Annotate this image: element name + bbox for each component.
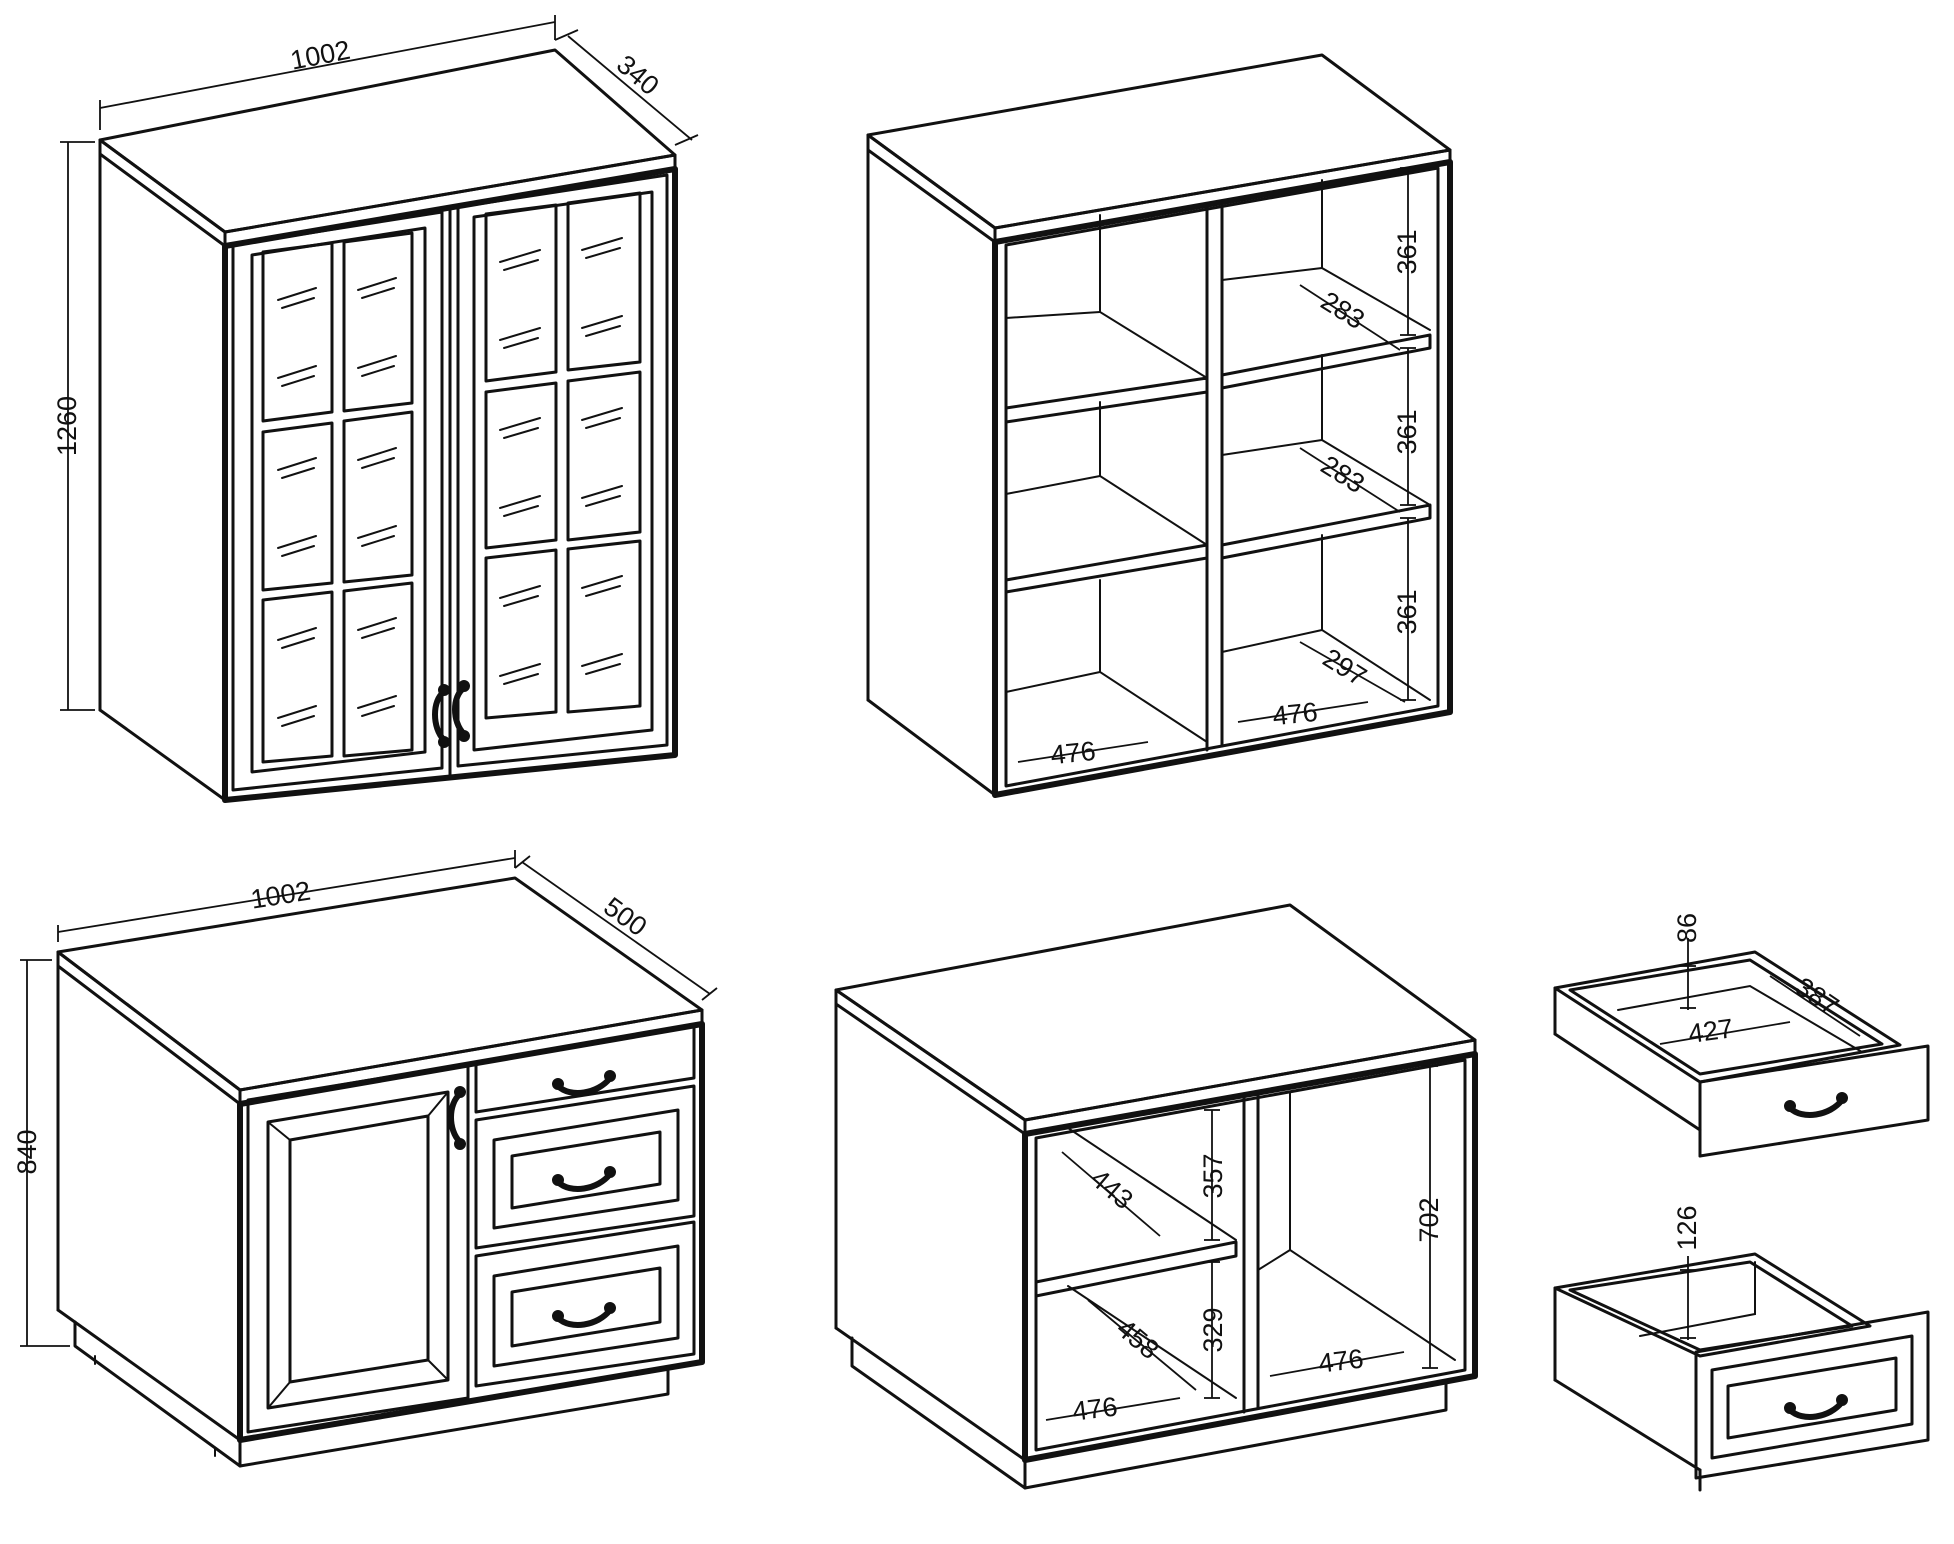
dim-label: 840: [12, 1129, 42, 1174]
dim-label: 329: [1198, 1307, 1228, 1352]
shelf: [1220, 439, 1432, 560]
dimension-inner-width: 476: [1017, 736, 1149, 771]
door-handle[interactable]: [452, 680, 470, 742]
dim-label: 361: [1392, 409, 1422, 454]
dimension-height: 1260: [52, 141, 95, 711]
dim-label: 283: [1316, 286, 1370, 335]
glass-reflection-marks: [277, 277, 397, 727]
dimension-inner-width: 476: [1269, 1343, 1405, 1379]
door-handle[interactable]: [448, 1086, 466, 1150]
open-base-cabinet: 443 357 702 458 329 476: [834, 903, 1478, 1490]
dim-label: 500: [598, 891, 652, 942]
dimension-shelf-depth: 443: [1061, 1151, 1161, 1237]
dimension-drawer-height: 126: [1672, 1205, 1702, 1340]
dimension-drawer-width: 427: [1659, 1013, 1791, 1049]
dim-label: 126: [1672, 1205, 1702, 1250]
left-glass-door[interactable]: [231, 210, 444, 792]
dimension-shelf-depth: 283: [1299, 284, 1401, 351]
dimension-depth: 340: [554, 29, 699, 146]
dimension-shelf-height: 361: [1392, 347, 1422, 506]
dimension-depth: 500: [514, 855, 718, 1001]
dimension-shelf-height: 361: [1392, 517, 1422, 701]
right-glass-door[interactable]: [456, 173, 669, 768]
middle-drawer[interactable]: [474, 1084, 696, 1250]
base-cabinet-door[interactable]: [246, 1062, 470, 1434]
shelf: [1004, 311, 1209, 424]
shelf: [1004, 475, 1209, 594]
dim-label: 340: [611, 49, 665, 101]
small-drawer[interactable]: 86 387 427: [1553, 913, 1930, 1158]
glass-reflection-marks: [499, 237, 623, 685]
dim-label: 361: [1392, 229, 1422, 274]
dim-label: 1002: [288, 35, 353, 76]
dim-label: 297: [1318, 643, 1372, 692]
bottom-drawer[interactable]: [474, 1220, 696, 1388]
shelf: [1220, 267, 1432, 390]
dim-label: 283: [1316, 450, 1370, 499]
dimension-inner-width: 476: [1237, 697, 1369, 732]
dimension-width: 1002: [99, 15, 556, 130]
dimension-drawer-height: 86: [1672, 913, 1702, 1010]
dimension-width: 1002: [57, 850, 516, 942]
dim-label: 357: [1198, 1153, 1228, 1198]
door-handle[interactable]: [432, 684, 450, 748]
dim-label: 476: [1271, 697, 1319, 732]
dimension-inner-width: 476: [1045, 1391, 1181, 1427]
dimension-inner-height: 702: [1414, 1065, 1444, 1369]
dimension-lower-height: 329: [1198, 1261, 1228, 1399]
dimension-bottom-depth: 458: [1087, 1299, 1197, 1391]
dim-label: 476: [1071, 1391, 1119, 1426]
dim-label: 702: [1414, 1197, 1444, 1242]
glass-door-cabinet: 1002 340 1260: [52, 15, 699, 803]
dimension-upper-height: 357: [1198, 1109, 1228, 1241]
top-drawer[interactable]: [474, 1024, 696, 1114]
dim-label: 476: [1049, 736, 1097, 771]
large-drawer[interactable]: 126: [1553, 1205, 1930, 1492]
dimension-height: 840: [12, 959, 70, 1347]
shelf: [1034, 1240, 1238, 1298]
dim-label: 86: [1672, 913, 1702, 943]
base-cabinet: 1002 500 840: [12, 850, 718, 1468]
dim-label: 1260: [52, 396, 82, 456]
dim-label: 361: [1392, 589, 1422, 634]
dimension-bottom-depth: 297: [1299, 641, 1406, 703]
shelf: [1005, 629, 1323, 693]
dim-label: 1002: [249, 876, 313, 915]
dimension-shelf-height: 361: [1392, 167, 1422, 336]
dim-label: 427: [1686, 1013, 1735, 1049]
open-shelf-cabinet: 361 361 361 283 283 297: [866, 53, 1453, 798]
dim-label: 476: [1317, 1343, 1365, 1378]
